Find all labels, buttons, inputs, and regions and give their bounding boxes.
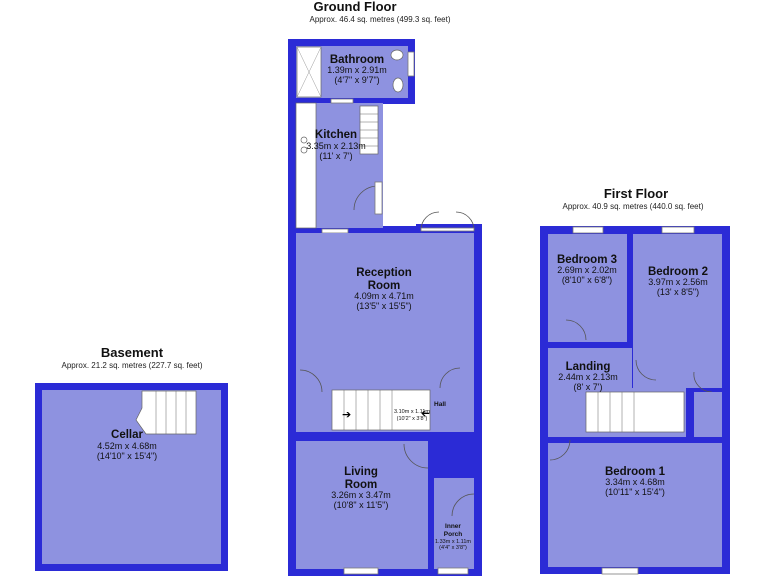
ground-floor: Ground Floor Approx. 46.4 sq. metres (49… bbox=[288, 0, 482, 576]
stair-up-arrow-icon: ➔ bbox=[342, 408, 351, 421]
first-floor-area: Approx. 40.9 sq. metres (440.0 sq. feet) bbox=[563, 202, 704, 211]
stair-down-arrow-icon: ➔ bbox=[421, 407, 430, 420]
bath-kitchen-door-gap bbox=[330, 98, 354, 104]
bedroom-2 bbox=[633, 234, 722, 388]
hall-imperial: (10'2" x 3'8") bbox=[397, 416, 428, 422]
landing-cupboard bbox=[694, 392, 722, 437]
basement-area: Approx. 21.2 sq. metres (227.7 sq. feet) bbox=[62, 361, 203, 370]
reception-label-1: Reception bbox=[356, 267, 412, 279]
bedroom-2-window bbox=[661, 226, 695, 234]
bedroom-1-label: Bedroom 1 bbox=[605, 466, 666, 478]
bedroom-3-metric: 2.69m x 2.02m bbox=[557, 265, 617, 275]
reception-door-swing bbox=[299, 369, 323, 393]
reception-label-2: Room bbox=[368, 280, 401, 292]
cellar-metric: 4.52m x 4.68m bbox=[97, 441, 157, 451]
toilet bbox=[392, 77, 404, 93]
porch-label-2: Porch bbox=[444, 531, 462, 538]
first-floor-stairs bbox=[585, 391, 685, 433]
bedroom-1-door-swing bbox=[549, 439, 571, 461]
basement: Basement Approx. 21.2 sq. metres (227.7 … bbox=[35, 345, 228, 571]
ground-floor-title: Ground Floor bbox=[313, 0, 396, 14]
hall-metric: 3.10m x 1.11m bbox=[394, 409, 430, 415]
bedroom-1-window bbox=[601, 567, 639, 575]
bedroom-2-door-swing bbox=[635, 359, 657, 381]
porch-label-1: Inner bbox=[445, 523, 461, 530]
living-label-1: Living bbox=[344, 466, 378, 478]
bedroom-1 bbox=[548, 443, 722, 567]
kitchen-reception-opening bbox=[321, 228, 349, 234]
porch-door-swing bbox=[451, 493, 475, 517]
kitchen-worktop bbox=[295, 102, 317, 229]
bedroom-3-imperial: (8'10" x 6'8") bbox=[562, 275, 612, 285]
ground-stairs bbox=[331, 389, 431, 431]
reception-metric: 4.09m x 4.71m bbox=[354, 291, 414, 301]
bedroom-2-imperial: (13' x 8'5") bbox=[657, 287, 699, 297]
hall-label: Hall bbox=[434, 401, 446, 408]
bedroom-3-door-swing bbox=[565, 319, 587, 341]
bedroom-3 bbox=[548, 234, 627, 342]
bedroom-1-metric: 3.34m x 4.68m bbox=[605, 477, 665, 487]
first-floor-title: First Floor bbox=[604, 186, 668, 201]
inner-porch bbox=[434, 478, 474, 569]
living-imperial: (10'8" x 11'5") bbox=[334, 500, 389, 510]
bedroom-1-imperial: (10'11" x 15'4") bbox=[605, 487, 665, 497]
front-door bbox=[437, 567, 469, 575]
living-door-swing bbox=[403, 443, 429, 469]
kitchen-imperial: (11' x 7') bbox=[319, 151, 352, 161]
bathroom-metric: 1.39m x 2.91m bbox=[327, 65, 387, 75]
ground-floor-area: Approx. 46.4 sq. metres (499.3 sq. feet) bbox=[310, 15, 451, 24]
porch-metric: 1.33m x 1.11m bbox=[435, 539, 471, 545]
bedroom-2-metric: 3.97m x 2.56m bbox=[648, 277, 708, 287]
bedroom-3-window bbox=[572, 226, 604, 234]
living-label-2: Room bbox=[345, 479, 378, 491]
living-room bbox=[296, 441, 428, 569]
cellar-label: Cellar bbox=[111, 429, 143, 441]
cupboard-door-swing bbox=[693, 371, 713, 393]
basement-title: Basement bbox=[101, 345, 164, 360]
bathroom-window bbox=[407, 51, 415, 77]
landing-metric: 2.44m x 2.13m bbox=[558, 372, 618, 382]
kitchen-outside-notch bbox=[383, 104, 416, 226]
living-room-window bbox=[343, 567, 379, 575]
basin bbox=[390, 49, 404, 61]
french-doors bbox=[420, 227, 475, 232]
landing-label: Landing bbox=[566, 361, 611, 373]
bedroom-2-label: Bedroom 2 bbox=[648, 266, 708, 278]
porch-imperial: (4'4" x 3'8") bbox=[439, 545, 467, 551]
reception-room bbox=[296, 233, 474, 387]
living-metric: 3.26m x 3.47m bbox=[331, 490, 391, 500]
kitchen-metric: 3.35m x 2.13m bbox=[306, 141, 366, 151]
bathroom-label: Bathroom bbox=[330, 54, 384, 66]
reception-imperial: (13'5" x 15'5") bbox=[356, 301, 411, 311]
bedroom-3-label: Bedroom 3 bbox=[557, 254, 617, 266]
first-floor: First Floor Approx. 40.9 sq. metres (440… bbox=[540, 186, 730, 575]
hall-door-swing bbox=[439, 367, 461, 389]
kitchen-door-swing bbox=[353, 185, 379, 211]
bathroom-imperial: (4'7" x 9'7") bbox=[334, 75, 379, 85]
cellar-imperial: (14'10" x 15'4") bbox=[97, 451, 157, 461]
landing-imperial: (8' x 7') bbox=[574, 382, 603, 392]
kitchen-back-window bbox=[374, 181, 383, 215]
kitchen-label: Kitchen bbox=[315, 129, 357, 141]
